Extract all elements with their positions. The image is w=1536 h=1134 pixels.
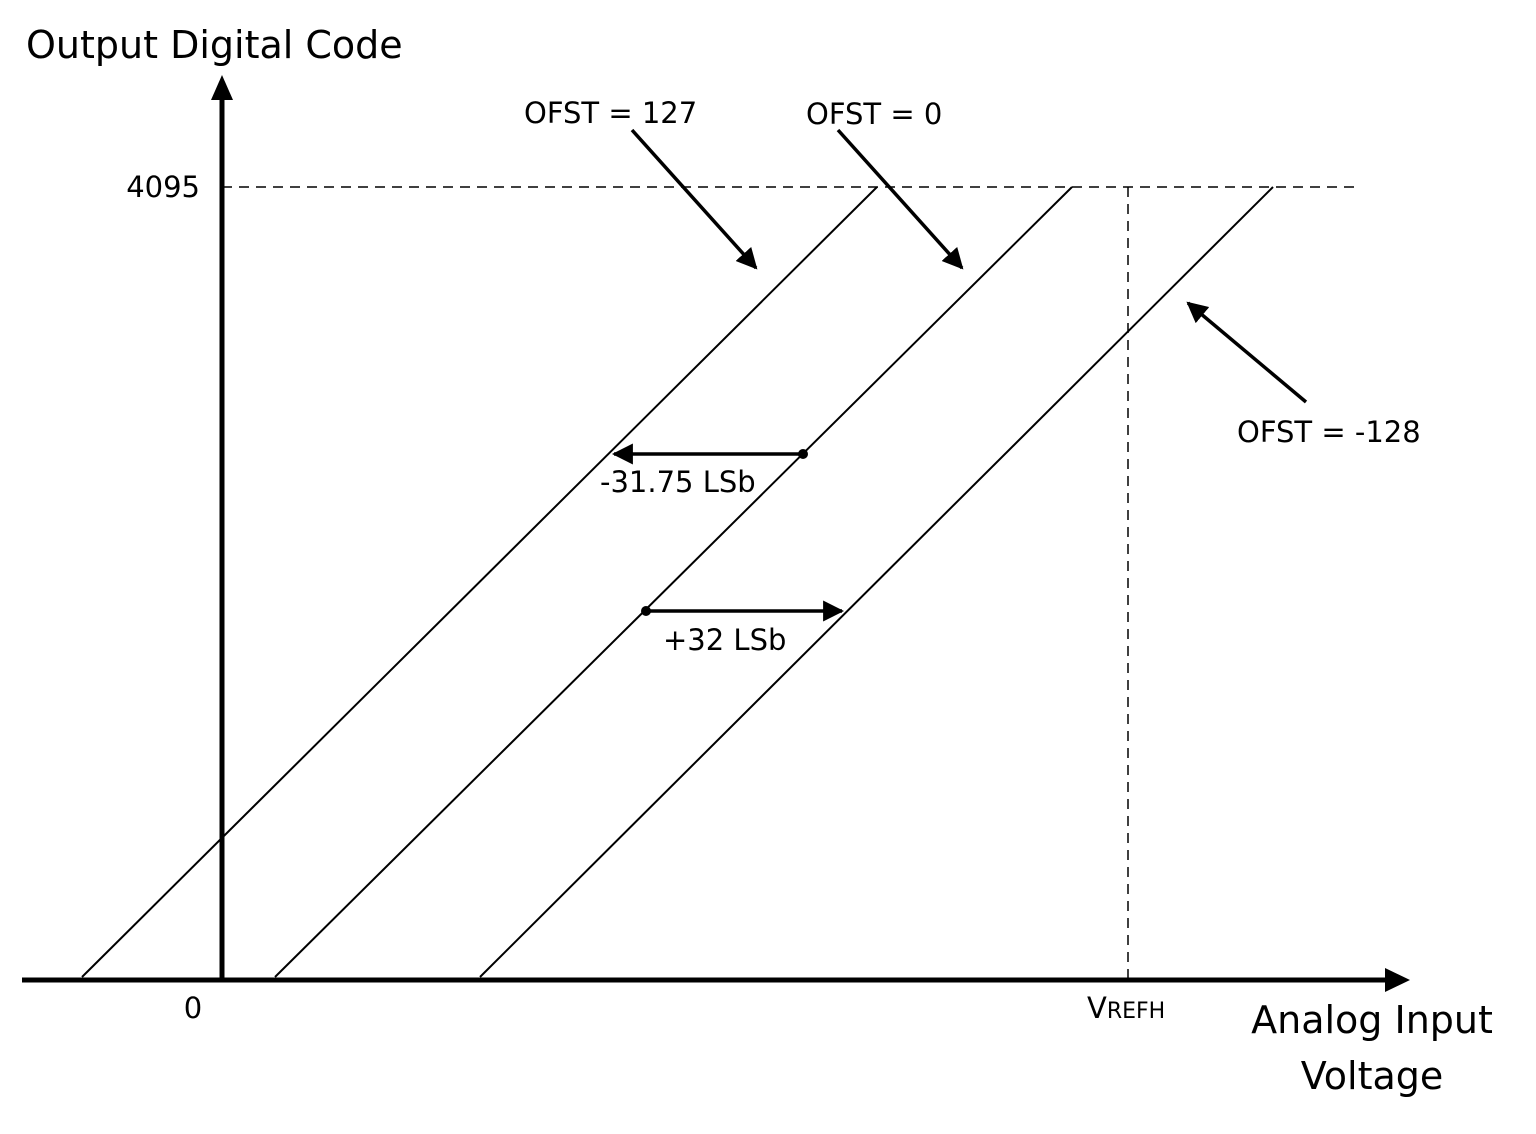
- y-axis-arrow-icon: [211, 75, 233, 100]
- label-ofst-127: OFST = 127: [524, 96, 697, 130]
- vrefh-main-text: V: [1087, 991, 1107, 1025]
- x-axis-title-line1: Analog Input: [1251, 998, 1493, 1042]
- transfer-line-ofst-127: [81, 186, 878, 978]
- pointer-arrow-ofst-0: [836, 128, 964, 270]
- transfer-line-ofst-neg128: [479, 186, 1274, 978]
- y-tick-max-label: 4095: [126, 170, 200, 204]
- x-axis-arrow-icon: [1385, 968, 1410, 992]
- shift-positive-label: +32 LSb: [663, 623, 786, 657]
- label-ofst-0: OFST = 0: [806, 97, 942, 131]
- x-tick-vrefh-label: VREFH: [1087, 991, 1165, 1025]
- x-tick-zero-label: 0: [184, 991, 202, 1025]
- y-axis-title: Output Digital Code: [26, 23, 403, 67]
- pointer-arrow-ofst-127: [630, 128, 758, 270]
- pointer-arrow-ofst-neg128: [1186, 301, 1308, 404]
- transfer-line-ofst-0: [274, 186, 1073, 978]
- shift-negative-label: -31.75 LSb: [600, 465, 756, 499]
- x-axis-title-line2: Voltage: [1301, 1054, 1444, 1098]
- vrefh-subscript-text: REFH: [1107, 999, 1165, 1024]
- label-ofst-neg128: OFST = -128: [1237, 415, 1421, 449]
